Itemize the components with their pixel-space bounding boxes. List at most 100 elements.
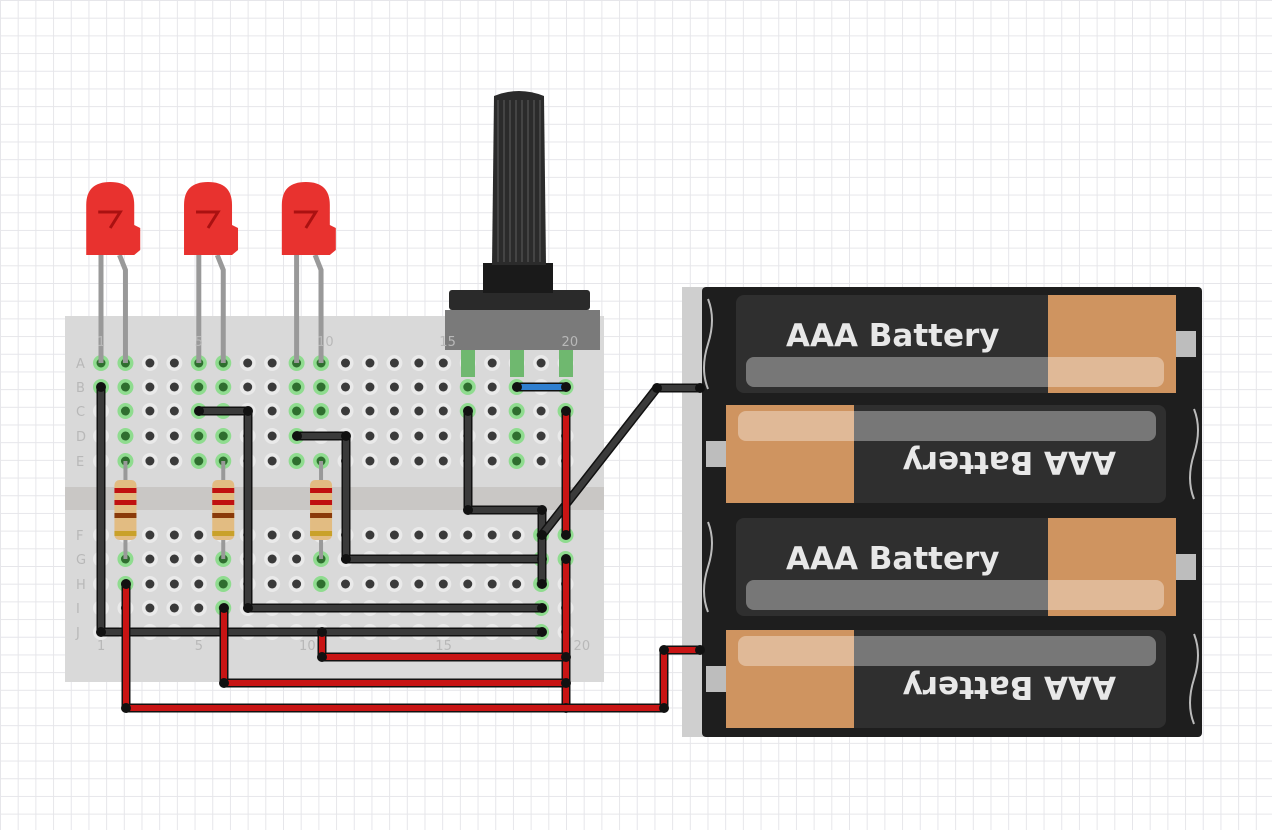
wire-bendpoint[interactable] <box>512 382 522 392</box>
breadboard-hole[interactable] <box>145 382 155 392</box>
breadboard-hole[interactable] <box>512 456 522 466</box>
breadboard-hole[interactable] <box>169 530 179 540</box>
breadboard-hole[interactable] <box>512 530 522 540</box>
wire-bendpoint[interactable] <box>121 579 131 589</box>
potentiometer[interactable] <box>445 91 600 377</box>
breadboard-hole[interactable] <box>267 530 277 540</box>
breadboard-hole[interactable] <box>194 579 204 589</box>
led[interactable] <box>86 182 141 363</box>
potentiometer-knob-shaft[interactable] <box>492 91 546 265</box>
wire-bendpoint[interactable] <box>96 382 106 392</box>
breadboard-hole[interactable] <box>414 579 424 589</box>
breadboard-hole[interactable] <box>341 579 350 589</box>
wire-blue[interactable] <box>512 382 571 392</box>
breadboard-hole[interactable] <box>463 579 473 589</box>
breadboard-hole[interactable] <box>487 382 497 392</box>
breadboard-hole[interactable] <box>365 382 375 392</box>
breadboard-hole[interactable] <box>169 456 179 466</box>
wire-bendpoint[interactable] <box>561 382 571 392</box>
wire-black[interactable] <box>292 431 547 564</box>
wire-bendpoint[interactable] <box>537 579 547 589</box>
resistor[interactable] <box>212 461 235 559</box>
breadboard-hole[interactable] <box>414 382 424 392</box>
breadboard-hole[interactable] <box>536 431 546 441</box>
breadboard-hole[interactable] <box>365 456 375 466</box>
breadboard-hole[interactable] <box>292 456 302 466</box>
breadboard-hole[interactable] <box>365 530 375 540</box>
breadboard-hole[interactable] <box>365 431 375 441</box>
breadboard-hole[interactable] <box>218 431 228 441</box>
breadboard-hole[interactable] <box>145 456 155 466</box>
breadboard-hole[interactable] <box>169 382 179 392</box>
breadboard-hole[interactable] <box>512 431 522 441</box>
breadboard-hole[interactable] <box>267 406 277 416</box>
breadboard-hole[interactable] <box>487 530 497 540</box>
wire-bendpoint[interactable] <box>341 431 351 441</box>
breadboard-hole[interactable] <box>169 603 179 613</box>
wire-bendpoint[interactable] <box>561 406 571 416</box>
breadboard-hole[interactable] <box>365 358 375 368</box>
breadboard-hole[interactable] <box>414 530 424 540</box>
breadboard-hole[interactable] <box>389 406 399 416</box>
breadboard-hole[interactable] <box>389 579 399 589</box>
breadboard-hole[interactable] <box>438 431 448 441</box>
wire-bendpoint[interactable] <box>561 530 571 540</box>
wire-bendpoint[interactable] <box>537 627 547 637</box>
wire-red[interactable] <box>561 406 571 540</box>
breadboard-hole[interactable] <box>414 456 424 466</box>
wire-bendpoint[interactable] <box>194 406 204 416</box>
led[interactable] <box>281 182 336 363</box>
breadboard-hole[interactable] <box>194 603 204 613</box>
wire-bendpoint[interactable] <box>537 505 547 515</box>
breadboard-hole[interactable] <box>194 530 204 540</box>
breadboard-hole[interactable] <box>267 579 277 589</box>
wire-bendpoint[interactable] <box>96 627 106 637</box>
breadboard-hole[interactable] <box>169 554 179 564</box>
breadboard-hole[interactable] <box>365 579 375 589</box>
breadboard-hole[interactable] <box>487 358 497 368</box>
wire-bendpoint[interactable] <box>463 505 473 515</box>
breadboard-hole[interactable] <box>292 382 302 392</box>
wire-black[interactable] <box>96 382 547 637</box>
breadboard-hole[interactable] <box>536 406 546 416</box>
breadboard-hole[interactable] <box>536 358 546 368</box>
breadboard-hole[interactable] <box>169 406 179 416</box>
wire-red[interactable] <box>121 579 705 713</box>
wire-bendpoint[interactable] <box>219 603 229 613</box>
wire-bendpoint[interactable] <box>537 603 547 613</box>
wire-bendpoint[interactable] <box>652 383 662 393</box>
breadboard-hole[interactable] <box>243 382 253 392</box>
breadboard-hole[interactable] <box>169 579 179 589</box>
breadboard-hole[interactable] <box>145 554 155 564</box>
breadboard-hole[interactable] <box>316 406 326 416</box>
wire-bendpoint[interactable] <box>243 603 253 613</box>
breadboard-hole[interactable] <box>243 358 253 368</box>
breadboard-hole[interactable] <box>414 358 424 368</box>
wire-bendpoint[interactable] <box>561 554 571 564</box>
breadboard-hole[interactable] <box>292 554 302 564</box>
wire-bendpoint[interactable] <box>317 627 327 637</box>
wire-bendpoint[interactable] <box>317 652 327 662</box>
breadboard-hole[interactable] <box>267 554 277 564</box>
wire-bendpoint[interactable] <box>695 645 705 655</box>
wire-red[interactable] <box>219 603 571 688</box>
breadboard-hole[interactable] <box>120 382 130 392</box>
resistor[interactable] <box>310 461 333 559</box>
breadboard-hole[interactable] <box>194 554 204 564</box>
breadboard-hole[interactable] <box>389 382 399 392</box>
breadboard-hole[interactable] <box>267 358 277 368</box>
breadboard-hole[interactable] <box>292 530 302 540</box>
breadboard-hole[interactable] <box>438 358 448 368</box>
breadboard-hole[interactable] <box>389 530 399 540</box>
breadboard-hole[interactable] <box>438 406 448 416</box>
breadboard-hole[interactable] <box>389 456 399 466</box>
breadboard-hole[interactable] <box>218 382 228 392</box>
wire-bendpoint[interactable] <box>463 406 473 416</box>
resistor[interactable] <box>114 461 137 559</box>
wire-black[interactable] <box>463 406 547 589</box>
wire-bendpoint[interactable] <box>292 431 302 441</box>
breadboard-hole[interactable] <box>438 579 448 589</box>
breadboard-hole[interactable] <box>145 358 155 368</box>
breadboard-hole[interactable] <box>194 456 204 466</box>
wire-bendpoint[interactable] <box>659 645 669 655</box>
